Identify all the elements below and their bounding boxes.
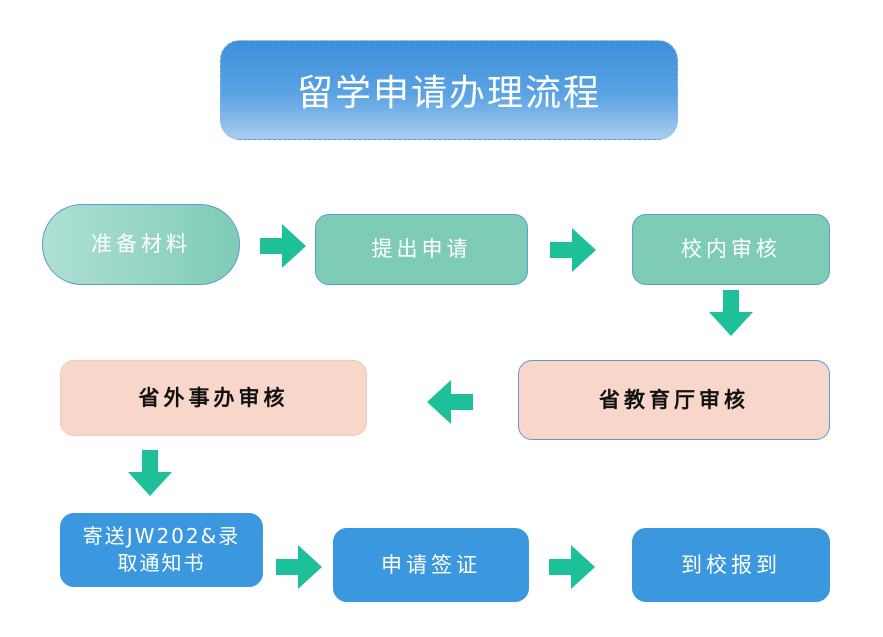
step-provincial-education-review: 省教育厅审核 bbox=[518, 360, 830, 440]
step-submit-application: 提出申请 bbox=[315, 214, 528, 285]
step-school-review: 校内审核 bbox=[632, 214, 830, 285]
arrow-right-icon bbox=[276, 545, 322, 589]
step-report-to-school: 到校报到 bbox=[632, 528, 830, 602]
arrow-right-icon bbox=[260, 224, 306, 268]
step-prepare-materials: 准备材料 bbox=[42, 204, 240, 285]
step-provincial-foreign-affairs-review: 省外事办审核 bbox=[60, 360, 367, 436]
arrow-left-icon bbox=[427, 380, 473, 424]
arrow-right-icon bbox=[550, 228, 596, 272]
arrow-down-icon bbox=[709, 290, 753, 336]
step-send-jw202-admission-letter: 寄送JW202&录取通知书 bbox=[60, 513, 263, 587]
page-title: 留学申请办理流程 bbox=[220, 40, 678, 140]
arrow-down-icon bbox=[128, 450, 172, 496]
arrow-right-icon bbox=[549, 545, 595, 589]
step-apply-visa: 申请签证 bbox=[333, 528, 529, 602]
